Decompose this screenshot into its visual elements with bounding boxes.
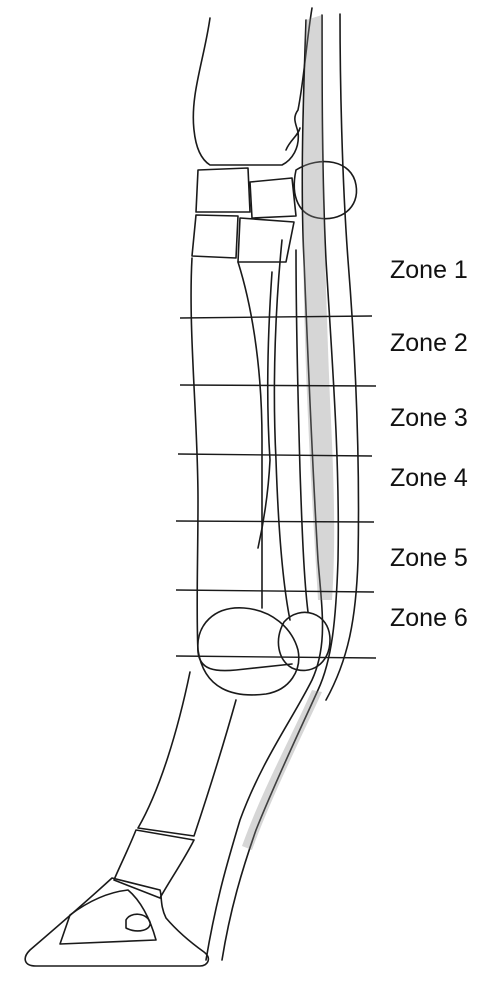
fetlock-joint xyxy=(198,608,299,695)
zone-line-2 xyxy=(180,385,376,386)
zone-line-5 xyxy=(176,590,374,592)
navicular-bone xyxy=(126,914,150,931)
carpal-bone-4 xyxy=(238,218,294,262)
zone-label-2: Zone 2 xyxy=(390,331,468,356)
forearm-bone xyxy=(193,8,312,165)
zone-line-1 xyxy=(180,316,372,318)
splint-bone xyxy=(258,272,272,548)
carpal-bone-2 xyxy=(250,178,296,218)
zone-line-4 xyxy=(176,521,374,522)
long-pastern-bone xyxy=(138,672,236,836)
zone-label-6: Zone 6 xyxy=(390,606,468,631)
cannon-bone-back xyxy=(238,262,262,608)
carpal-bone-3 xyxy=(192,215,238,258)
tendon-shading-lower xyxy=(242,690,322,850)
zone-line-6 xyxy=(176,656,376,658)
zone-label-1: Zone 1 xyxy=(390,258,468,283)
zone-label-5: Zone 5 xyxy=(390,546,468,571)
zone-label-3: Zone 3 xyxy=(390,406,468,431)
carpal-bone-1 xyxy=(196,168,250,212)
zone-line-3 xyxy=(178,454,372,456)
suspensory-ligament xyxy=(274,240,290,620)
zone-label-4: Zone 4 xyxy=(390,466,468,491)
coffin-bone xyxy=(60,890,156,944)
